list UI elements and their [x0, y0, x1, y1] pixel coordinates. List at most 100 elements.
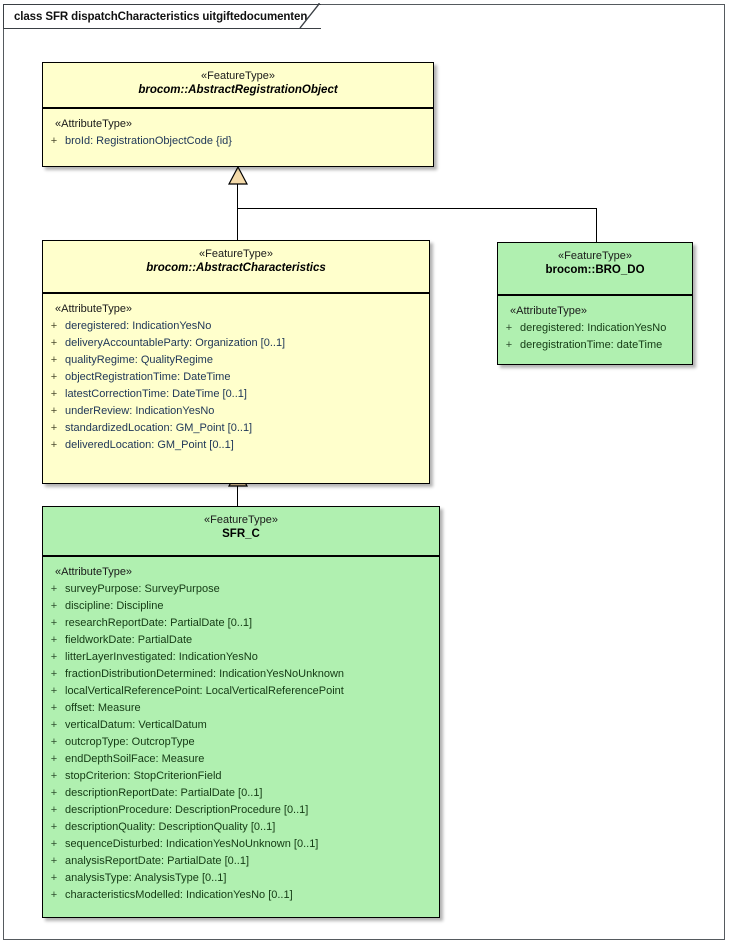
attribute-text: fractionDistributionDetermined: Indicati…: [65, 668, 345, 680]
attribute-row: + researchReportDate: PartialDate [0..1]: [43, 615, 439, 632]
attribute-visibility: +: [50, 651, 58, 663]
attribute-text: objectRegistrationTime: DateTime: [65, 371, 231, 383]
attribute-visibility: +: [50, 736, 58, 748]
class-stereotype: «FeatureType»: [558, 250, 632, 262]
diagram-frame: [3, 4, 725, 940]
attribute-visibility: +: [50, 702, 58, 714]
attribute-row: + stopCriterion: StopCriterionField: [43, 768, 439, 785]
attribute-text: deliveredLocation: GM_Point [0..1]: [65, 439, 234, 451]
attribute-text: stopCriterion: StopCriterionField: [65, 770, 222, 782]
generalization-line-brodo-vertical: [596, 208, 597, 242]
attribute-text: descriptionReportDate: PartialDate [0..1…: [65, 787, 263, 799]
attribute-visibility: +: [50, 787, 58, 799]
attribute-visibility: +: [50, 405, 58, 417]
attribute-text: deregistered: IndicationYesNo: [520, 322, 667, 334]
class-bro-do[interactable]: «FeatureType» brocom::BRO_DO «AttributeT…: [497, 242, 693, 365]
attribute-visibility: +: [505, 339, 513, 351]
class-stereotype: «FeatureType»: [204, 514, 278, 526]
attribute-row: + underReview: IndicationYesNo: [43, 403, 429, 420]
attribute-row: + localVerticalReferencePoint: LocalVert…: [43, 683, 439, 700]
attribute-row: + broId: RegistrationObjectCode {id}: [43, 133, 433, 150]
attribute-visibility: +: [50, 855, 58, 867]
attribute-text: characteristicsModelled: IndicationYesNo…: [65, 889, 293, 901]
generalization-line-characteristics-vertical: [237, 184, 238, 240]
attribute-text: qualityRegime: QualityRegime: [65, 354, 213, 366]
attribute-text: underReview: IndicationYesNo: [65, 405, 215, 417]
attribute-text: localVerticalReferencePoint: LocalVertic…: [65, 685, 344, 697]
class-abstract-registration-object[interactable]: «FeatureType» brocom::AbstractRegistrati…: [42, 62, 434, 167]
class-body-sfr-c: «AttributeType» + surveyPurpose: SurveyP…: [43, 557, 439, 912]
generalization-line-sfrc-vertical: [237, 484, 238, 506]
attribute-visibility: +: [50, 719, 58, 731]
attribute-row: + objectRegistrationTime: DateTime: [43, 369, 429, 386]
attribute-visibility: +: [50, 354, 58, 366]
attribute-row: + standardizedLocation: GM_Point [0..1]: [43, 420, 429, 437]
attribute-row: + endDepthSoilFace: Measure: [43, 751, 439, 768]
attribute-visibility: +: [50, 889, 58, 901]
attribute-row: + deliveredLocation: GM_Point [0..1]: [43, 437, 429, 454]
attribute-text: latestCorrectionTime: DateTime [0..1]: [65, 388, 247, 400]
attribute-visibility: +: [50, 770, 58, 782]
class-name: SFR_C: [222, 528, 260, 540]
attribute-text: deregistered: IndicationYesNo: [65, 320, 212, 332]
class-stereotype: «FeatureType»: [201, 70, 275, 82]
attribute-text: descriptionProcedure: DescriptionProcedu…: [65, 804, 309, 816]
attribute-text: endDepthSoilFace: Measure: [65, 753, 205, 765]
attribute-row: + deliveryAccountableParty: Organization…: [43, 335, 429, 352]
attribute-visibility: +: [50, 872, 58, 884]
attribute-row: + deregistered: IndicationYesNo: [43, 318, 429, 335]
class-header-abstract-characteristics: «FeatureType» brocom::AbstractCharacteri…: [43, 241, 429, 294]
attribute-row: + descriptionProcedure: DescriptionProce…: [43, 802, 439, 819]
compartment-label: «AttributeType»: [510, 305, 588, 317]
attribute-text: descriptionQuality: DescriptionQuality […: [65, 821, 276, 833]
attribute-text: analysisReportDate: PartialDate [0..1]: [65, 855, 250, 867]
diagram-title: class SFR dispatchCharacteristics uitgif…: [14, 10, 308, 23]
attribute-visibility: +: [50, 439, 58, 451]
generalization-arrowhead-registration-object: [228, 166, 248, 185]
attribute-visibility: +: [50, 600, 58, 612]
attribute-row: + analysisReportDate: PartialDate [0..1]: [43, 853, 439, 870]
attribute-row: + outcropType: OutcropType: [43, 734, 439, 751]
attribute-text: fieldworkDate: PartialDate: [65, 634, 193, 646]
attribute-row: + qualityRegime: QualityRegime: [43, 352, 429, 369]
attribute-text: deregistrationTime: dateTime: [520, 339, 663, 351]
attribute-row: + descriptionQuality: DescriptionQuality…: [43, 819, 439, 836]
attribute-row: + descriptionReportDate: PartialDate [0.…: [43, 785, 439, 802]
attribute-visibility: +: [50, 668, 58, 680]
attribute-visibility: +: [50, 838, 58, 850]
attribute-row: + latestCorrectionTime: DateTime [0..1]: [43, 386, 429, 403]
class-body-bro-do: «AttributeType» + deregistered: Indicati…: [498, 296, 692, 362]
compartment-label: «AttributeType»: [55, 303, 133, 315]
attribute-visibility: +: [505, 322, 513, 334]
attribute-row: + analysisType: AnalysisType [0..1]: [43, 870, 439, 887]
attribute-row: + litterLayerInvestigated: IndicationYes…: [43, 649, 439, 666]
compartment-label: «AttributeType»: [55, 118, 133, 130]
class-body-abstract-registration-object: «AttributeType» + broId: RegistrationObj…: [43, 109, 433, 158]
attribute-visibility: +: [50, 617, 58, 629]
attribute-visibility: +: [50, 685, 58, 697]
attribute-row: + offset: Measure: [43, 700, 439, 717]
attribute-row: + surveyPurpose: SurveyPurpose: [43, 581, 439, 598]
attribute-visibility: +: [50, 320, 58, 332]
class-name: brocom::BRO_DO: [545, 264, 645, 276]
attribute-visibility: +: [50, 804, 58, 816]
compartment-label: «AttributeType»: [55, 566, 133, 578]
class-name: brocom::AbstractRegistrationObject: [138, 84, 338, 96]
attribute-text: deliveryAccountableParty: Organization […: [65, 337, 286, 349]
class-header-bro-do: «FeatureType» brocom::BRO_DO: [498, 243, 692, 296]
attribute-row: + fieldworkDate: PartialDate: [43, 632, 439, 649]
attribute-text: surveyPurpose: SurveyPurpose: [65, 583, 220, 595]
class-sfr-c[interactable]: «FeatureType» SFR_C «AttributeType» + su…: [42, 506, 440, 918]
attribute-row: + verticalDatum: VerticalDatum: [43, 717, 439, 734]
attribute-text: discipline: Discipline: [65, 600, 164, 612]
attribute-visibility: +: [50, 371, 58, 383]
attribute-visibility: +: [50, 422, 58, 434]
class-abstract-characteristics[interactable]: «FeatureType» brocom::AbstractCharacteri…: [42, 240, 430, 484]
attribute-text: litterLayerInvestigated: IndicationYesNo: [65, 651, 258, 663]
attribute-visibility: +: [50, 821, 58, 833]
attribute-row: + discipline: Discipline: [43, 598, 439, 615]
attribute-visibility: +: [50, 388, 58, 400]
generalization-line-brodo-horizontal: [237, 208, 597, 209]
attribute-text: outcropType: OutcropType: [65, 736, 195, 748]
diagram-title-tab[interactable]: class SFR dispatchCharacteristics uitgif…: [3, 4, 322, 29]
